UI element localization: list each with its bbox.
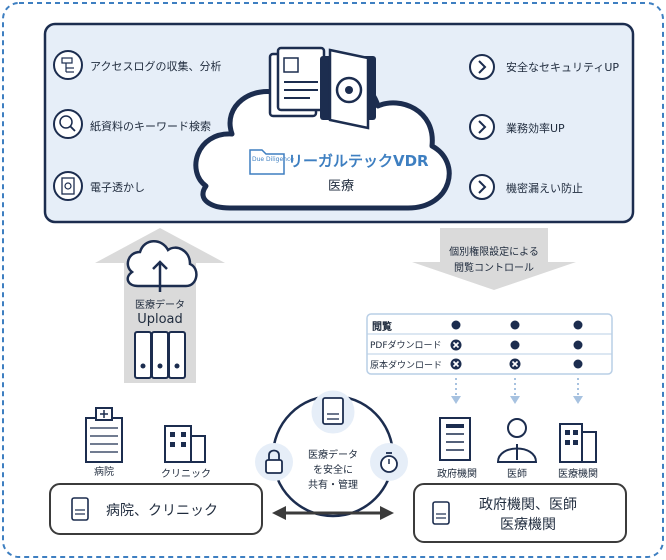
connector-arrowhead: [510, 396, 520, 404]
product-sub-label: 医療: [327, 179, 355, 194]
chevron-right-icon: [469, 54, 495, 80]
document-icon: [71, 497, 89, 521]
permission-row-label: 原本ダウンロード: [370, 361, 443, 371]
upload-cloud-icon: [126, 240, 198, 292]
circle-text: 医療データ: [308, 450, 358, 461]
left-feature-label: 電子透かし: [90, 181, 145, 194]
gov-box-label: 政府機関、医師: [479, 497, 577, 513]
circle-text: 共有・管理: [308, 480, 358, 491]
allowed-dot: [573, 340, 583, 350]
chevron-right-icon: [469, 174, 495, 200]
allowed-dot: [510, 320, 520, 330]
allowed-dot: [510, 340, 520, 350]
permission-row-label: 閲覧: [372, 322, 392, 333]
safe-icon: [320, 48, 376, 130]
denied-mark-icon: [450, 339, 462, 351]
binders-icon: [134, 331, 186, 379]
hospital-building-icon: [85, 407, 123, 463]
document-icon: [322, 397, 344, 425]
upload-label: 医療データ: [135, 300, 185, 311]
document-icon: [432, 501, 450, 525]
permission-table: [366, 313, 613, 375]
gov-box-label: 医療機関: [500, 517, 556, 533]
right-feature-label: 業務効率UP: [506, 122, 565, 135]
lock-icon: [265, 449, 283, 474]
document-icon: [268, 46, 326, 118]
left-feature-label: 紙資料のキーワード検索: [90, 120, 211, 133]
connector-arrowhead: [573, 396, 583, 404]
permission-row-label: PDFダウンロード: [370, 341, 442, 351]
connector-arrowhead: [451, 396, 461, 404]
permission-marks: [450, 320, 583, 370]
denied-mark-icon: [450, 358, 462, 370]
access-caption: 個別権限設定による: [449, 247, 539, 258]
access-log-icon: [53, 50, 83, 80]
chevron-right-icon: [469, 114, 495, 140]
hospital-box-label: 病院、クリニック: [106, 503, 218, 519]
stopwatch-icon: [380, 452, 398, 473]
circle-text: を安全に: [313, 465, 353, 476]
hospital-box: [49, 483, 263, 535]
upload-label-en: Upload: [137, 312, 183, 327]
arrowhead-right: [380, 506, 394, 520]
access-caption: 閲覧コントロール: [454, 263, 534, 274]
arrowhead-left: [272, 506, 286, 520]
folder-logo-icon: [249, 149, 285, 175]
right-feature-label: 安全なセキュリティUP: [506, 61, 620, 74]
doctor-label: 医師: [507, 469, 527, 480]
clinic-label: クリニック: [161, 469, 211, 480]
allowed-dot: [573, 320, 583, 330]
clinic-building-icon: [164, 425, 206, 463]
medical-label: 医療機関: [558, 469, 598, 480]
gov-label: 政府機関: [437, 469, 477, 480]
gov-box: [413, 483, 627, 543]
denied-mark-icon: [509, 358, 521, 370]
left-feature-label: アクセスログの収集、分析: [90, 60, 222, 73]
keyword-search-icon: [53, 109, 83, 139]
product-name: リーガルテックVDR: [288, 152, 429, 170]
access-control-arrow: [412, 228, 576, 290]
right-feature-label: 機密漏えい防止: [506, 182, 583, 195]
government-building-icon: [439, 417, 471, 461]
watermark-icon: [53, 171, 83, 201]
allowed-dot: [451, 320, 461, 330]
allowed-dot: [573, 359, 583, 369]
hospital-label: 病院: [94, 467, 114, 478]
medical-building-icon: [559, 423, 597, 463]
doctor-icon: [496, 418, 538, 463]
brand-small-label: Due Diligence: [252, 156, 294, 163]
